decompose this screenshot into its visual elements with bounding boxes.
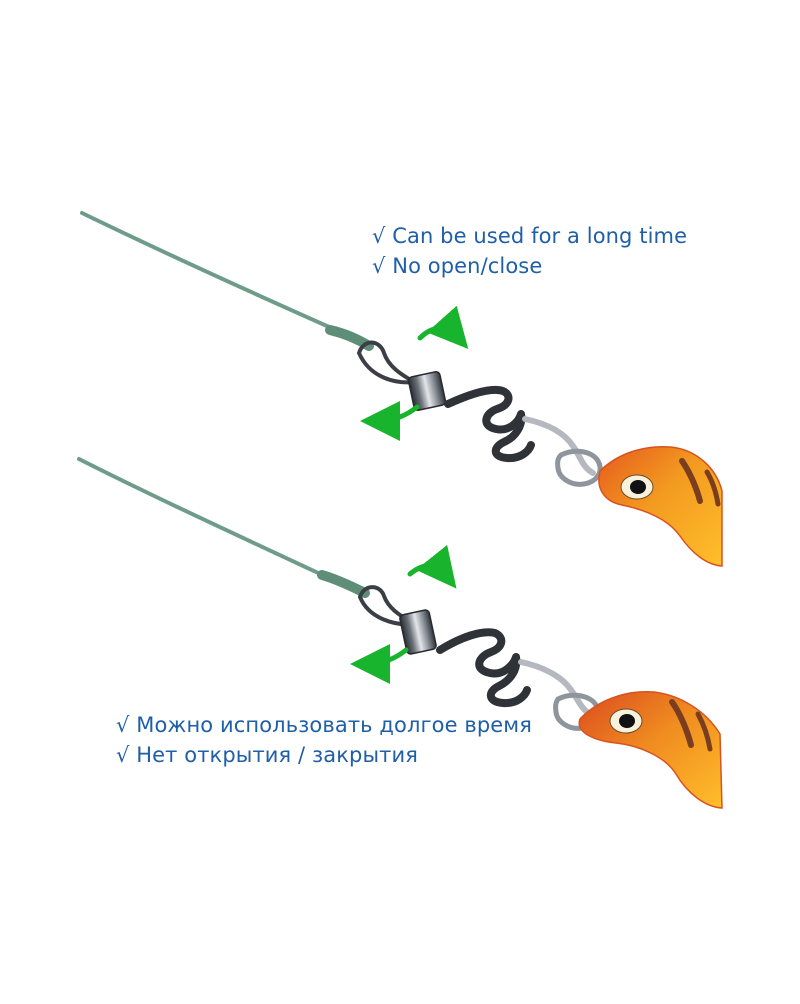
bottom-wire-loop	[357, 585, 420, 627]
russian-caption-line-2: √ Нет открытия / закрытия	[116, 743, 418, 767]
english-caption: √ Can be used for a long time √ No open/…	[372, 221, 687, 281]
top-lure-eye-inner	[630, 480, 646, 494]
english-caption-line-1: √ Can be used for a long time	[372, 224, 688, 248]
top-barrel-swivel	[407, 371, 447, 411]
rotation-arrow-icon	[407, 544, 457, 589]
top-corkscrew	[444, 385, 535, 463]
top-rotation-arrows	[360, 305, 469, 441]
rotation-arrow-icon	[350, 643, 409, 684]
top-wire-loop	[356, 340, 421, 385]
bottom-corkscrew	[436, 628, 531, 708]
bottom-lure	[578, 691, 723, 809]
top-link-pin	[522, 416, 596, 476]
rotation-arrow-icon	[417, 305, 469, 349]
bottom-lure-stripe-2	[695, 711, 713, 752]
top-lure-stripe-1	[679, 458, 703, 504]
top-ring	[555, 448, 603, 487]
bottom-line-knot	[317, 570, 370, 598]
english-caption-line-2: √ No open/close	[372, 254, 543, 278]
bottom-barrel-swivel	[399, 609, 437, 655]
bottom-lure-stripe-1	[669, 699, 694, 748]
russian-caption: √ Можно использовать долгое время √ Нет …	[116, 710, 532, 770]
top-lure	[598, 445, 723, 567]
russian-caption-line-1: √ Можно использовать долгое время	[116, 713, 532, 737]
bottom-lure-eye-inner	[619, 714, 635, 728]
rotation-arrow-icon	[360, 400, 420, 441]
top-swivel-assembly	[80, 211, 723, 567]
top-fishing-line	[80, 211, 370, 345]
bottom-swivel-assembly	[77, 457, 723, 809]
bottom-rotation-arrows	[350, 544, 457, 684]
bottom-link-pin	[518, 659, 593, 717]
top-lure-stripe-2	[704, 469, 721, 507]
